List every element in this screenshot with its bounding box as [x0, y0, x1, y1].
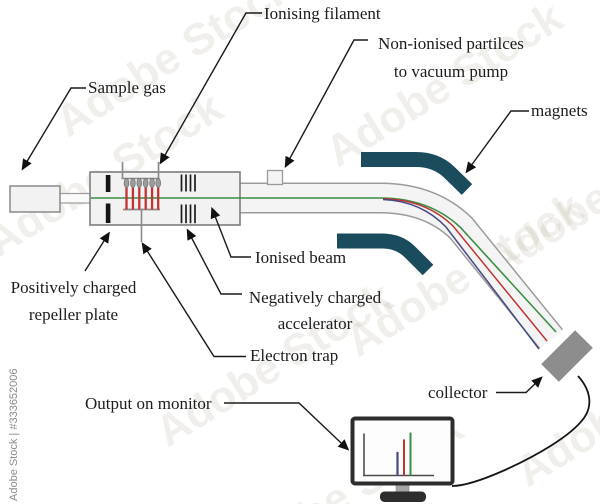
magnet-upper-icon — [361, 152, 473, 195]
leader-output-monitor — [224, 402, 350, 451]
collector-plate — [541, 330, 593, 382]
vacuum-outlet — [266, 169, 284, 186]
label-output-monitor: Output on monitor — [85, 394, 212, 413]
repeller-plate — [105, 175, 111, 223]
magnet-lower-icon — [337, 233, 434, 276]
label-non-ionised-line1: Non-ionised partilces — [378, 34, 524, 53]
label-repeller-line1: Positively charged — [10, 278, 137, 297]
leader-ionised-beam — [210, 206, 251, 258]
label-non-ionised: Non-ionised partilces to vacuum pump — [368, 30, 534, 86]
label-accelerator: Negatively charged accelerator — [239, 285, 391, 337]
leader-repeller-plate — [84, 231, 110, 272]
label-non-ionised-line2: to vacuum pump — [393, 62, 509, 81]
label-accelerator-line1: Negatively charged — [248, 288, 382, 307]
inlet-tube — [58, 192, 92, 204]
leader-electron-trap — [141, 242, 246, 358]
label-magnets: magnets — [531, 101, 588, 120]
ionising-filament-assembly — [121, 162, 161, 242]
beam-red — [382, 197, 548, 342]
spectrum-chart — [363, 432, 434, 477]
collector-wire — [451, 375, 591, 487]
label-collector: collector — [428, 383, 488, 402]
label-repeller-line2: repeller plate — [28, 305, 119, 324]
leader-collector — [496, 376, 543, 394]
filament-wires — [125, 187, 160, 210]
watermark-stock-id: Adobe Stock | #333652006 — [8, 368, 20, 501]
label-sample-gas: Sample gas — [88, 78, 166, 97]
sample-gas-box — [9, 185, 61, 213]
leader-lines — [21, 12, 543, 451]
label-ionised-beam: Ionised beam — [255, 248, 347, 267]
beam-blue — [382, 198, 540, 350]
monitor-frame — [350, 416, 455, 486]
monitor-stand-base — [380, 491, 426, 502]
leader-magnets — [465, 110, 529, 174]
leader-ionising-filament — [159, 12, 262, 165]
leader-non-ionised — [284, 39, 368, 168]
monitor — [350, 416, 455, 502]
filament-emitter-tips — [123, 178, 161, 188]
label-accelerator-line2: accelerator — [277, 314, 353, 333]
label-ionising-filament: Ionising filament — [264, 4, 381, 23]
label-electron-trap: Electron trap — [250, 346, 339, 365]
leader-accelerator — [186, 228, 242, 295]
accelerator-grids — [180, 174, 196, 224]
label-repeller-plate: Positively charged repeller plate — [0, 274, 147, 328]
leader-sample-gas — [21, 87, 86, 171]
